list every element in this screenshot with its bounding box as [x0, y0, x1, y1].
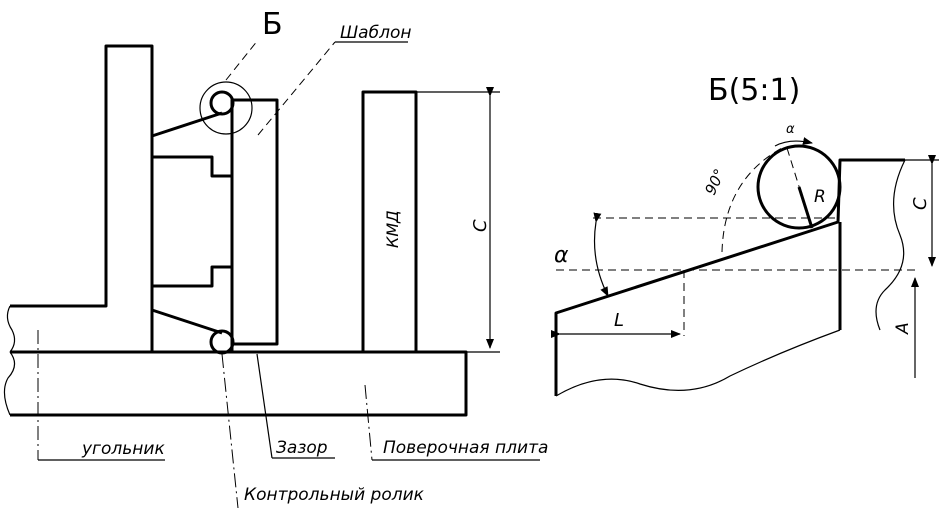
gauge-plate [230, 98, 279, 346]
template-lower-wedge [151, 308, 223, 335]
kmd-label: КМД [383, 210, 402, 248]
square-break-line [6, 305, 16, 353]
detail-b-leader [225, 39, 259, 81]
alpha-big-arc [593, 212, 609, 297]
gap-label: Зазор [276, 438, 328, 458]
radius-line [797, 186, 814, 229]
gap-leader [256, 353, 273, 459]
detail-wedge-profile [554, 158, 905, 396]
alpha-small-label: α [786, 122, 795, 137]
alpha-big-label: α [554, 243, 569, 268]
dim-c-left-label: C [470, 219, 491, 232]
angle-90-label: 90° [701, 166, 729, 198]
detail-b-callout-circle [199, 81, 253, 135]
view-a-label: A [893, 322, 913, 335]
kmd-bar [361, 90, 418, 354]
template-label: Шаблон [340, 23, 411, 43]
control-roller-top [209, 90, 235, 116]
template-leader [257, 41, 336, 136]
detail-view [551, 137, 939, 397]
detail-roller [756, 144, 842, 230]
template-upper-wedge [151, 111, 223, 138]
left-assembly [3, 39, 540, 509]
surface-plate-label: Поверочная плита [383, 438, 548, 458]
plate-leader [364, 384, 373, 461]
dim-c-right-label: C [910, 197, 931, 210]
angle-90-arc [721, 147, 783, 253]
control-roller-label: Контрольный ролик [244, 485, 425, 505]
radius-label: R [814, 187, 826, 207]
detail-break-bottom [555, 329, 841, 397]
template-lower-base [152, 265, 232, 288]
alpha-small-arc [774, 137, 813, 147]
detail-title: Б(5:1) [708, 73, 800, 108]
template-upper-base [152, 155, 232, 178]
roller-normal-line [786, 147, 813, 229]
square-label: угольник [81, 439, 165, 459]
view-mark-label: Б [262, 7, 283, 42]
detail-break-right [875, 159, 906, 331]
roller-leader [221, 353, 239, 509]
square-body [10, 44, 154, 352]
control-roller-bottom [209, 329, 235, 355]
surface-plate [10, 350, 468, 417]
plate-break-line [3, 351, 16, 416]
dim-l-label: L [614, 310, 624, 331]
